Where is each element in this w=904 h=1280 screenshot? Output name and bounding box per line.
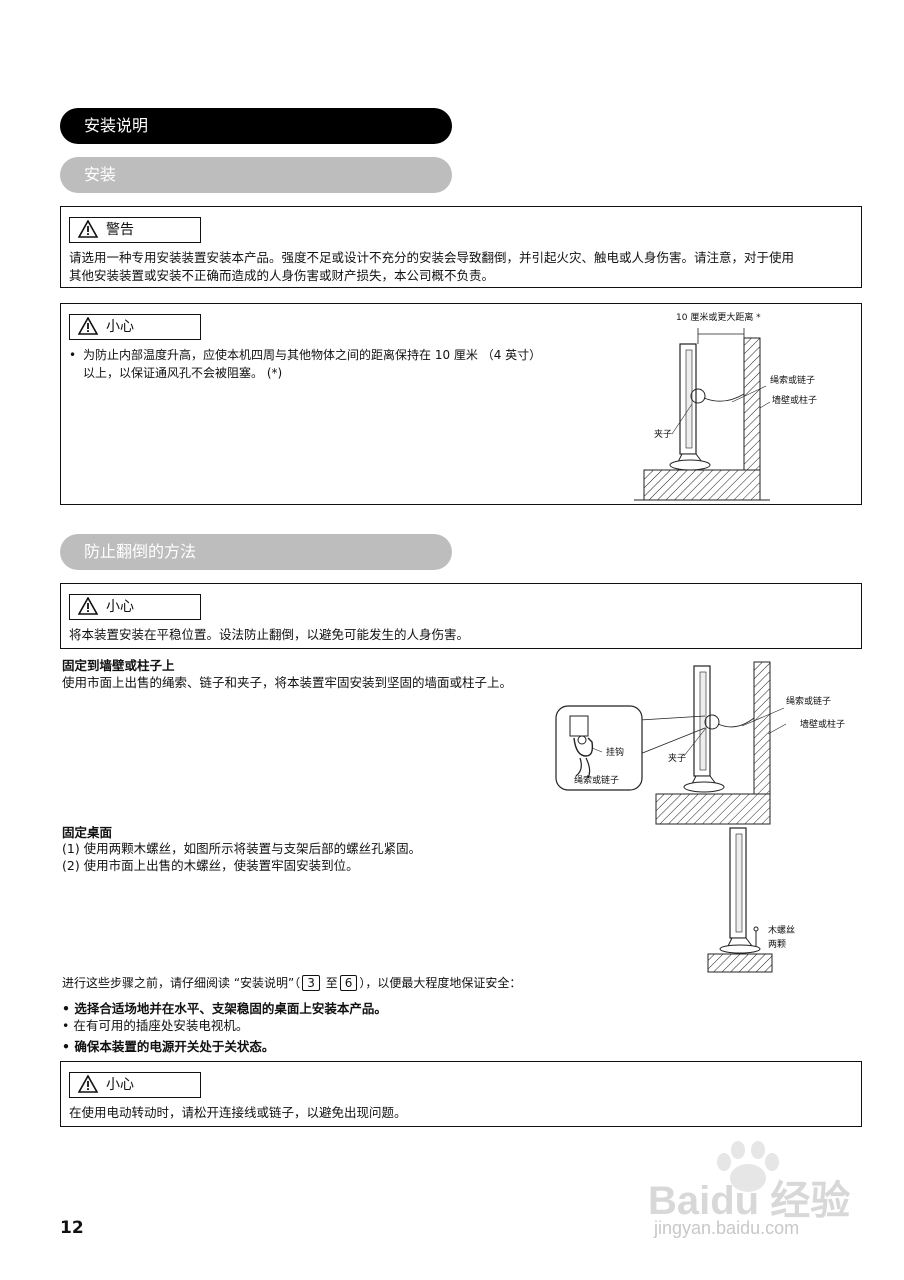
caution-1-text-line2: 以上，以保证通风孔不会被阻塞。 (*) xyxy=(83,366,283,380)
bullet: • xyxy=(69,348,77,362)
caution-box-swivel: 小心 在使用电动转动时，请松开连接线或链子，以避免出现问题。 xyxy=(60,1061,862,1127)
procedure-intro-prefix: 进行这些步骤之前，请仔细阅读 “安装说明”（ xyxy=(62,976,301,990)
caution-triangle-icon xyxy=(78,1075,98,1093)
procedure-bullet-2-text: 在有可用的插座处安装电视机。 xyxy=(73,1018,249,1033)
watermark-brand: Baidu 经验 xyxy=(648,1179,851,1223)
caution-label-1: 小心 xyxy=(69,314,201,340)
warning-label: 警告 xyxy=(69,217,201,243)
desk-fix-step2: (2) 使用市面上出售的木螺丝，使装置牢固安装到位。 xyxy=(62,858,359,873)
warning-triangle-icon xyxy=(78,220,98,238)
procedure-bullet-2: • 在有可用的插座处安装电视机。 xyxy=(62,1018,249,1033)
ventilation-figure xyxy=(634,328,771,501)
caution-label-2-text: 小心 xyxy=(106,599,134,615)
page-number: 12 xyxy=(60,1218,84,1238)
procedure-intro-suffix: ），以便最大程度地保证安全： xyxy=(359,976,522,990)
caution-label-3-text: 小心 xyxy=(106,1077,134,1093)
warning-text-line1: 请选用一种专用安装装置安装本产品。强度不足或设计不充分的安装会导致翻倒，并引起火… xyxy=(69,250,795,265)
caution-triangle-icon xyxy=(78,317,98,335)
section-title-antitip: 防止翻倒的方法 xyxy=(84,542,197,561)
screw-label-1: 木螺丝 xyxy=(768,926,796,936)
warning-label-text: 警告 xyxy=(106,222,134,238)
rope-label-2: 绳索或链子 xyxy=(786,697,832,707)
wall-fix-figure xyxy=(555,661,787,825)
page-ref-to-word: 至 xyxy=(325,976,338,990)
page-title: 安装说明 xyxy=(84,116,149,135)
wall-fix-text: 使用市面上出售的绳索、链子和夹子，将本装置牢固安装到坚固的墙面或柱子上。 xyxy=(62,675,513,690)
desk-fix-heading: 固定桌面 xyxy=(62,825,113,840)
clip-label-2: 夹子 xyxy=(668,754,687,764)
section-title-install: 安装 xyxy=(84,165,117,184)
caution-3-text: 在使用电动转动时，请松开连接线或链子，以避免出现问题。 xyxy=(69,1105,407,1120)
procedure-bullet-1: • 选择合适场地并在水平、支架稳固的桌面上安装本产品。 xyxy=(62,1001,387,1016)
desk-fix-step1: (1) 使用两颗木螺丝，如图所示将装置与支架后部的螺丝孔紧固。 xyxy=(62,841,422,856)
caution-box-stability: 小心 将本装置安装在平稳位置。设法防止翻倒，以避免可能发生的人身伤害。 xyxy=(60,583,862,649)
page-ref-to[interactable]: 6 xyxy=(339,975,358,991)
procedure-bullet-1-text: 选择合适场地并在水平、支架稳固的桌面上安装本产品。 xyxy=(74,1001,387,1016)
wall-label-1: 墙壁或柱子 xyxy=(772,396,818,406)
caution-label-2: 小心 xyxy=(69,594,201,620)
distance-label: 10 厘米或更大距离 * xyxy=(676,313,761,323)
procedure-bullet-3: • 确保本装置的电源开关处于关状态。 xyxy=(62,1039,275,1054)
hook-label: 挂钩 xyxy=(606,748,625,758)
screw-label-2: 两颗 xyxy=(768,940,787,950)
caution-label-3: 小心 xyxy=(69,1072,201,1098)
warning-text-line2: 其他安装装置或安装不正确而造成的人身伤害或财产损失，本公司概不负责。 xyxy=(69,268,495,283)
rope-label-1: 绳索或链子 xyxy=(770,376,816,386)
caution-label-1-text: 小心 xyxy=(106,319,134,335)
wall-label-2: 墙壁或柱子 xyxy=(800,720,846,730)
section-header-install: 安装 xyxy=(60,157,452,193)
desk-fix-figure xyxy=(707,827,773,973)
clip-label-1: 夹子 xyxy=(654,430,673,440)
wall-fix-heading: 固定到墙壁或柱子上 xyxy=(62,658,175,673)
caution-2-text: 将本装置安装在平稳位置。设法防止翻倒，以避免可能发生的人身伤害。 xyxy=(69,627,470,642)
watermark-url: jingyan.baidu.com xyxy=(654,1218,800,1238)
page-ref-from[interactable]: 3 xyxy=(302,975,320,991)
paw-icon xyxy=(717,1141,779,1192)
rope-label-inset: 绳索或链子 xyxy=(574,776,620,786)
section-header-antitip: 防止翻倒的方法 xyxy=(60,534,452,570)
caution-triangle-icon xyxy=(78,597,98,615)
warning-box: 警告 请选用一种专用安装装置安装本产品。强度不足或设计不充分的安装会导致翻倒，并… xyxy=(60,206,862,288)
page-title-bar: 安装说明 xyxy=(60,108,452,144)
procedure-bullet-3-text: 确保本装置的电源开关处于关状态。 xyxy=(74,1039,275,1054)
caution-1-text-line1: 为防止内部温度升高，应使本机四周与其他物体之间的距离保持在 10 厘米 （4 英… xyxy=(83,348,542,362)
